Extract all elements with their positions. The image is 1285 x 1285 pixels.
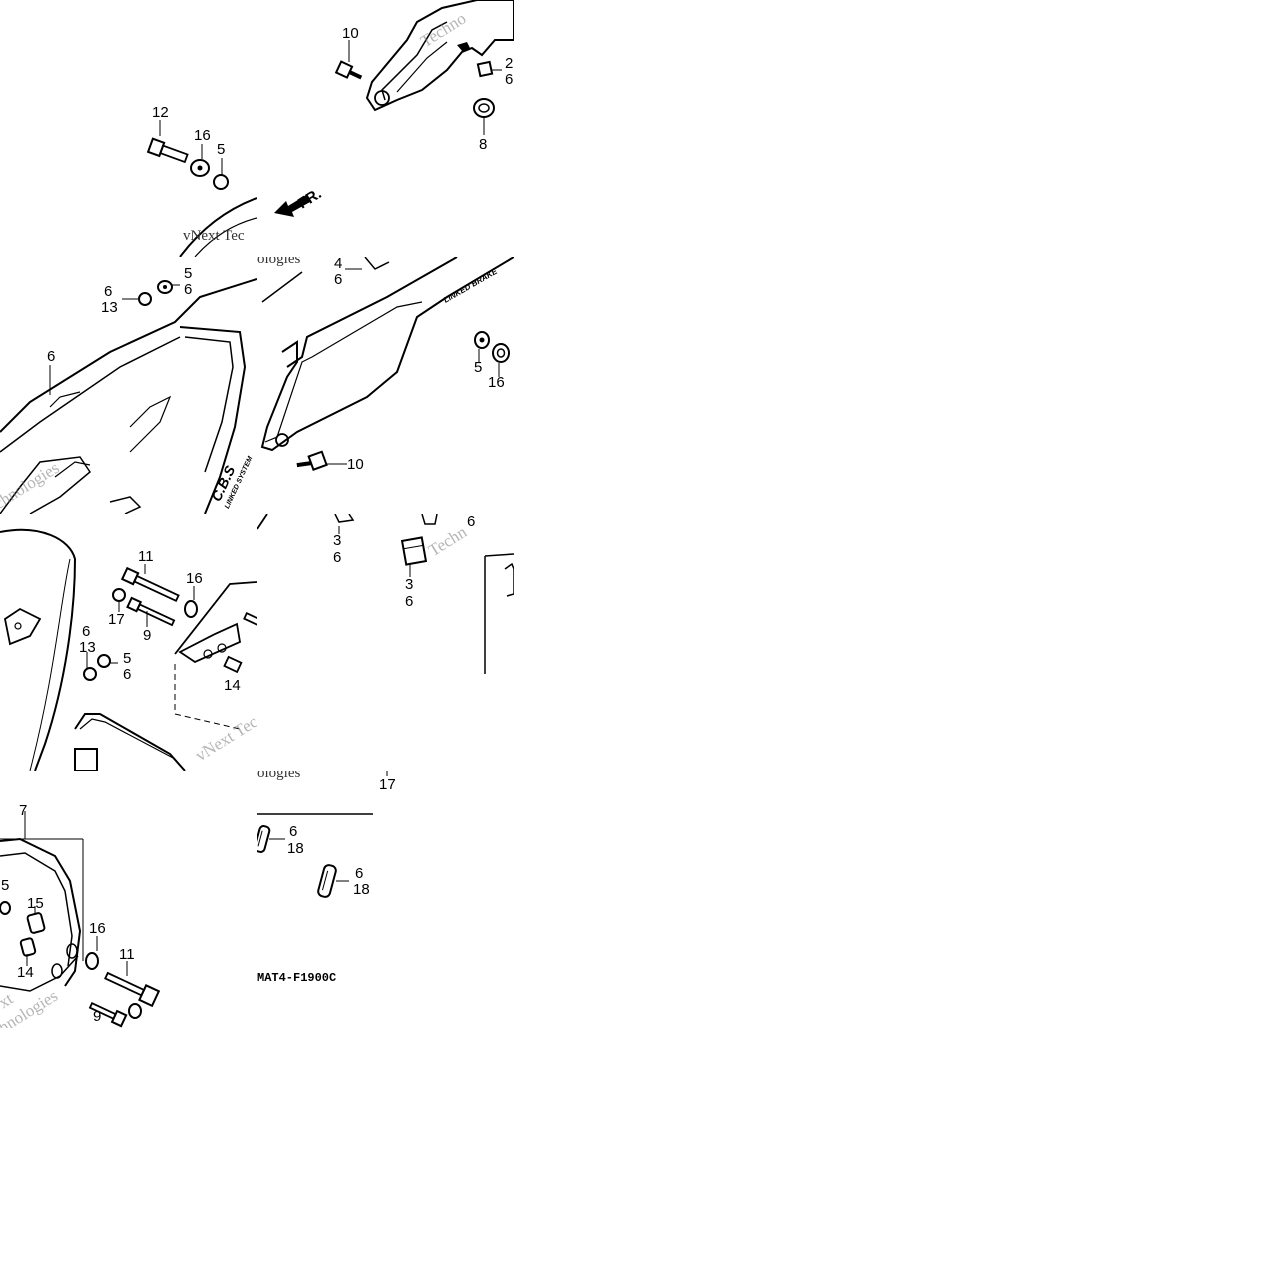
callout-15: 15 (27, 895, 44, 912)
callout-6: 6 (467, 514, 476, 530)
callout-6: 6 (289, 823, 298, 840)
callout-6: 6 (505, 71, 514, 88)
callout-12: 12 (152, 104, 169, 121)
diagram-tile-grab-rail-bolts: 11 16 17 9 6 13 5 6 12 14 vNext Tec (0, 514, 257, 771)
callout-3: 3 (333, 532, 342, 549)
callout-5: 5 (1, 877, 10, 894)
diagram-tile-trims: ologies 17 6 18 6 18 MAT4-F1900C (257, 771, 514, 1028)
callout-16: 16 (194, 127, 211, 144)
callout-18: 18 (287, 840, 304, 857)
callout-11: 11 (119, 946, 135, 963)
callout-18: 18 (353, 881, 370, 898)
callout-10: 10 (342, 25, 359, 42)
callout-8: 8 (479, 136, 488, 153)
callout-16: 16 (186, 570, 203, 587)
callout-6: 6 (334, 271, 343, 288)
callout-6: 6 (405, 593, 414, 610)
callout-11: 11 (138, 548, 154, 565)
side-cover-drawing (260, 257, 514, 471)
front-arrow-icon (274, 195, 310, 217)
callout-16: 16 (89, 920, 106, 937)
callout-9: 9 (143, 627, 152, 644)
rubber-pads-drawing (257, 514, 514, 674)
diagram-tile-side-cover: ologies 4 6 5 16 10 LINKED BRAKE (257, 257, 514, 514)
seat-cowl-drawing (0, 278, 257, 514)
callout-6: 6 (82, 623, 91, 640)
callout-6: 6 (47, 348, 56, 365)
callout-6: 6 (104, 283, 113, 300)
callout-7: 7 (19, 802, 28, 819)
diagram-tile-grab-rail: 7 5 15 14 16 11 9 xt hnologies (0, 771, 257, 1028)
grab-rail-bolts-drawing (0, 528, 257, 771)
callout-4: 4 (334, 257, 343, 272)
diagram-code: MAT4-F1900C (257, 971, 337, 985)
callout-6: 6 (333, 549, 342, 566)
rear-cover-bracket-drawing (334, 0, 514, 135)
callout-17: 17 (379, 776, 396, 793)
callout-6: 6 (184, 281, 193, 298)
diagram-tile-seat-bolts: 12 16 5 vNext Tec (0, 0, 257, 257)
callout-5: 5 (184, 265, 193, 282)
callout-14: 14 (17, 964, 34, 981)
callout-5: 5 (474, 359, 483, 376)
callout-17: 17 (108, 611, 125, 628)
callout-6: 6 (123, 666, 132, 683)
callout-3: 3 (405, 576, 414, 593)
grab-rail-drawing (0, 811, 161, 1028)
callout-6: 6 (355, 865, 364, 882)
callout-9: 9 (93, 1008, 102, 1025)
callout-5: 5 (217, 141, 226, 158)
diagram-tile-rubber-pads: 3 6 3 6 6 Techn (257, 514, 514, 771)
callout-2: 2 (505, 55, 514, 72)
diagram-tile-rear-cover-bracket: 10 2 6 8 Techno FR. (257, 0, 514, 257)
callout-10: 10 (347, 456, 364, 473)
callout-14: 14 (224, 677, 241, 694)
callout-16: 16 (488, 374, 505, 391)
trims-drawing (257, 771, 388, 898)
seat-bolts-drawing (146, 120, 257, 257)
diagram-tile-seat-cowl: 6 13 5 6 6 C.B.S LINKED SYSTEM chnologie… (0, 257, 257, 514)
callout-13: 13 (101, 299, 118, 316)
callout-13: 13 (79, 639, 96, 656)
callout-5: 5 (123, 650, 132, 667)
